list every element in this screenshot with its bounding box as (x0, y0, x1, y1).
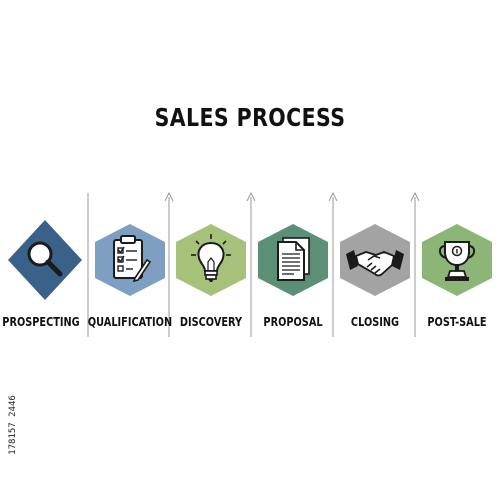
step-label-proposal: PROPOSAL (263, 314, 323, 329)
trophy-icon (438, 241, 476, 281)
lightbulb-icon (191, 234, 231, 282)
step-label-closing: CLOSING (350, 314, 400, 329)
step-label-prospecting: PROSPECTING (2, 314, 80, 329)
handshake-icon (346, 250, 404, 277)
step-post-sale (416, 222, 498, 298)
divider-line-1 (83, 185, 93, 337)
step-qualification (89, 222, 171, 298)
diagram-title: SALES PROCESS (154, 103, 346, 132)
document-icon (277, 237, 310, 281)
step-discovery (170, 222, 252, 298)
step-closing (334, 222, 416, 298)
magnifier-icon (27, 241, 63, 277)
side-code: 178157 2446 (8, 395, 18, 455)
clipboard-checklist-icon (113, 235, 152, 283)
step-label-qualification: QUALIFICATION (87, 314, 173, 329)
step-prospecting (4, 216, 86, 300)
divider-arrow-5 (410, 185, 420, 337)
divider-arrow-2 (164, 185, 174, 337)
step-label-post-sale: POST-SALE (427, 314, 487, 329)
divider-arrow-4 (328, 185, 338, 337)
divider-arrow-3 (246, 185, 256, 337)
step-label-discovery: DISCOVERY (179, 314, 243, 329)
step-proposal (252, 222, 334, 298)
